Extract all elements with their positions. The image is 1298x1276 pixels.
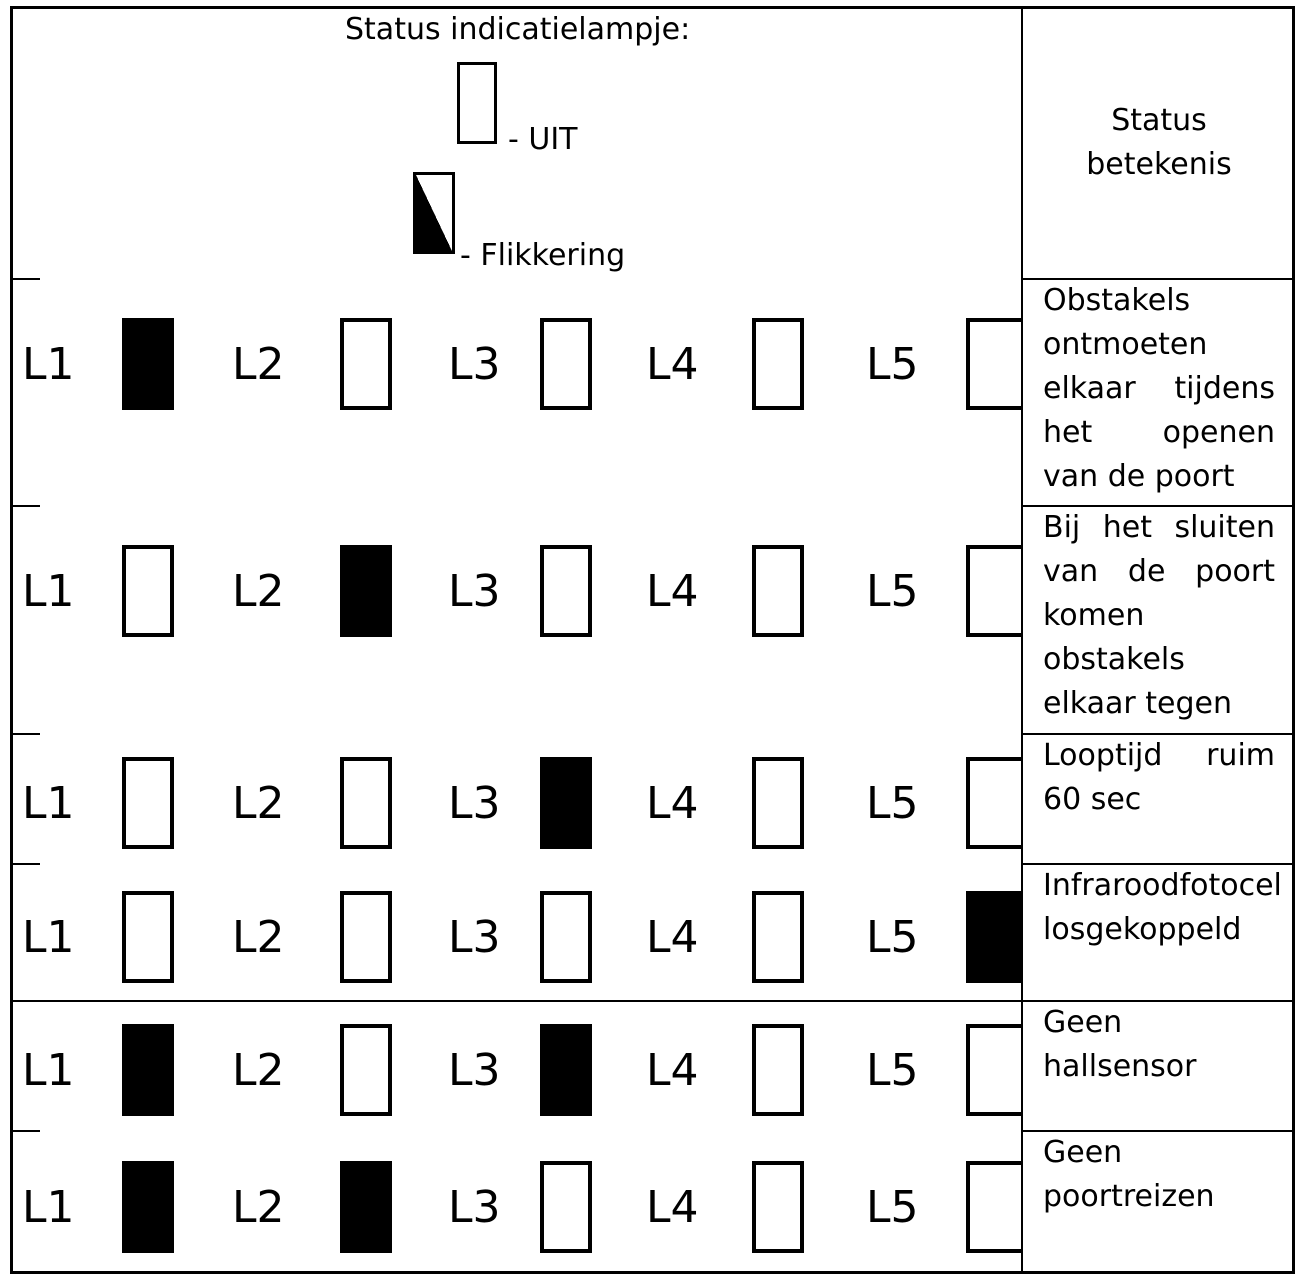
lamp-off-icon: [540, 318, 592, 410]
status-header-line1: Status: [1111, 103, 1207, 138]
lamp-label-l4: L4: [646, 778, 699, 829]
row-tick: [10, 278, 40, 280]
lamp-label-l3: L3: [448, 778, 501, 829]
row-divider: [10, 1000, 1295, 1002]
status-meaning-cell: Looptijd ruim 60 sec: [1023, 734, 1295, 864]
table-frame: [10, 6, 1295, 1274]
lamp-on-icon: [540, 1024, 592, 1116]
lamp-label-l5: L5: [866, 1045, 919, 1096]
lamp-label-l4: L4: [646, 566, 699, 617]
lamp-off-icon: [966, 318, 1021, 410]
lamp-label-l4: L4: [646, 1045, 699, 1096]
lamp-on-icon: [540, 757, 592, 849]
lamp-on-icon: [340, 545, 392, 637]
lamp-label-l3: L3: [448, 566, 501, 617]
lamp-off-icon: [340, 890, 392, 983]
lamp-off-icon: [340, 318, 392, 410]
lamp-label-l1: L1: [22, 566, 75, 617]
lamp-off-icon: [340, 757, 392, 849]
lamp-label-l5: L5: [866, 1181, 919, 1233]
lamp-off-icon: [752, 890, 804, 983]
lamp-off-icon: [752, 545, 804, 637]
status-meaning-text: Infraroodfotocel losgekoppeld: [1043, 868, 1282, 947]
lamp-off-icon: [340, 1024, 392, 1116]
legend-off-label: - UIT: [508, 122, 578, 157]
lamp-label-l5: L5: [866, 566, 919, 617]
lamp-label-l1: L1: [22, 339, 75, 390]
row-divider: [1021, 278, 1295, 280]
lamp-label-l2: L2: [232, 339, 285, 390]
lamp-label-l2: L2: [232, 911, 285, 963]
lamp-label-l1: L1: [22, 778, 75, 829]
lamp-flashing-icon: [413, 172, 455, 254]
lamp-label-l4: L4: [646, 339, 699, 390]
lamp-label-l3: L3: [448, 1181, 501, 1233]
row-tick: [10, 863, 40, 865]
status-meaning-cell: Infraroodfotocel losgekoppeld: [1023, 864, 1295, 1001]
lamp-on-icon: [966, 890, 1021, 983]
lamp-off-icon: [752, 1160, 804, 1253]
status-meaning-cell: Obstakels ontmoeten elkaar tijdens het o…: [1023, 279, 1295, 506]
lamp-on-icon: [340, 1160, 392, 1253]
lamp-on-icon: [122, 318, 174, 410]
lamp-label-l1: L1: [22, 1181, 75, 1233]
lamp-label-l2: L2: [232, 778, 285, 829]
row-divider: [1021, 863, 1295, 865]
lamp-off-icon: [752, 1024, 804, 1116]
lamp-label-l5: L5: [866, 339, 919, 390]
status-meaning-text: Obstakels ontmoeten elkaar tijdens het o…: [1043, 283, 1275, 494]
lamp-label-l4: L4: [646, 1181, 699, 1233]
lamp-label-l1: L1: [22, 1045, 75, 1096]
column-divider: [1021, 6, 1023, 1274]
status-header-line2: betekenis: [1086, 147, 1232, 182]
legend-title: Status indicatielampje:: [345, 12, 691, 47]
lamp-label-l5: L5: [866, 911, 919, 963]
lamp-off-icon: [966, 545, 1021, 637]
lamp-off-icon: [540, 1160, 592, 1253]
status-meaning-cell: Geen hallsensor: [1023, 1001, 1295, 1131]
lamp-on-icon: [122, 1160, 174, 1253]
row-divider: [1021, 505, 1295, 507]
lamp-off-icon: [457, 62, 497, 144]
lamp-off-icon: [752, 757, 804, 849]
lamp-on-icon: [122, 1024, 174, 1116]
lamp-off-icon: [966, 757, 1021, 849]
status-meaning-header: Status betekenis: [1023, 9, 1295, 277]
lamp-label-l2: L2: [232, 1045, 285, 1096]
row-divider: [1021, 733, 1295, 735]
lamp-off-icon: [966, 1024, 1021, 1116]
status-meaning-text: Geen hallsensor: [1043, 1005, 1197, 1084]
row-tick: [10, 733, 40, 735]
lamp-label-l2: L2: [232, 566, 285, 617]
row-tick: [10, 1130, 40, 1132]
status-meaning-text: Geen poortreizen: [1043, 1135, 1215, 1214]
lamp-label-l3: L3: [448, 911, 501, 963]
lamp-off-icon: [122, 890, 174, 983]
status-meaning-cell: Geen poortreizen: [1023, 1131, 1295, 1274]
lamp-label-l2: L2: [232, 1181, 285, 1233]
lamp-off-icon: [122, 757, 174, 849]
table-top-border: [10, 6, 1295, 9]
lamp-off-icon: [122, 545, 174, 637]
lamp-off-icon: [540, 890, 592, 983]
lamp-label-l5: L5: [866, 778, 919, 829]
row-divider: [1021, 1130, 1295, 1132]
lamp-off-icon: [752, 318, 804, 410]
row-tick: [10, 505, 40, 507]
status-meaning-text: Looptijd ruim 60 sec: [1043, 738, 1275, 817]
lamp-label-l4: L4: [646, 911, 699, 963]
lamp-label-l3: L3: [448, 1045, 501, 1096]
lamp-label-l3: L3: [448, 339, 501, 390]
lamp-off-icon: [966, 1160, 1021, 1253]
status-meaning-cell: Bij het sluiten van de poort komen obsta…: [1023, 506, 1295, 734]
status-meaning-text: Bij het sluiten van de poort komen obsta…: [1043, 510, 1275, 721]
lamp-label-l1: L1: [22, 911, 75, 963]
legend-flash-label: - Flikkering: [460, 238, 626, 273]
lamp-off-icon: [540, 545, 592, 637]
